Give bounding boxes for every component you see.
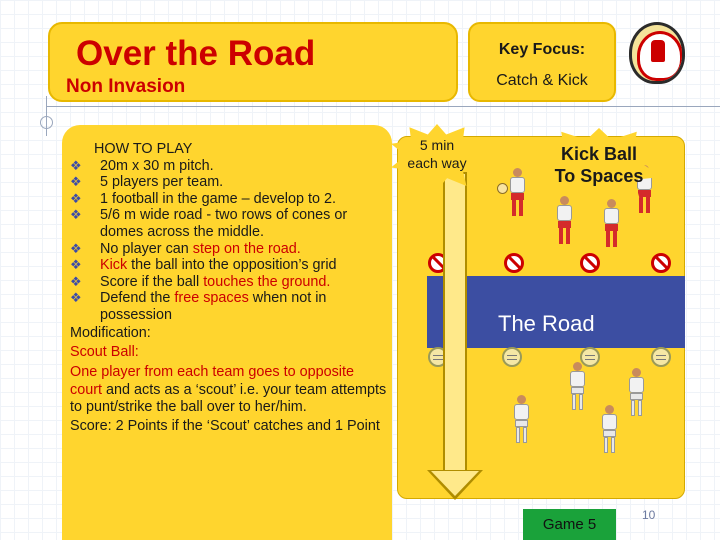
kick-burst-text: Kick Ball To Spaces <box>554 144 644 186</box>
diamond-bullet-icon: ❖ <box>70 290 82 306</box>
white-team-player <box>598 405 620 455</box>
decorative-circle <box>40 116 53 129</box>
no-entry-cone-icon <box>651 253 671 273</box>
rule-item: ❖5 players per team. <box>70 174 224 191</box>
club-crest-icon <box>629 22 685 84</box>
scout-label: Scout Ball: <box>70 344 139 361</box>
time-burst-text: 5 min each way <box>407 137 467 171</box>
game-5-button[interactable]: Game 5 <box>523 509 616 540</box>
diamond-bullet-icon: ❖ <box>70 157 82 173</box>
key-focus-panel: Key Focus: Catch & Kick <box>468 22 616 102</box>
rule-item: ❖20m x 30 m pitch. <box>70 157 214 174</box>
page-title: Over the Road <box>76 34 316 73</box>
rule-item: ❖Defend the free spaces when not in poss… <box>70 290 327 323</box>
road-label: The Road <box>498 311 595 336</box>
rule-item: ❖1 football in the game – develop to 2. <box>70 190 337 207</box>
key-focus-text: Catch & Kick <box>496 72 588 89</box>
rule-item: ❖Score if the ball touches the ground. <box>70 273 331 290</box>
red-team-player <box>553 196 575 246</box>
rule-item: ❖Kick the ball into the opposition’s gri… <box>70 257 337 274</box>
scout-line-1: One player from each team goes to opposi… <box>70 363 354 380</box>
diamond-bullet-icon: ❖ <box>70 207 82 223</box>
dome-icon <box>580 347 600 367</box>
diamond-bullet-icon: ❖ <box>70 240 82 256</box>
rule-item: ❖No player can step on the road. <box>70 240 301 257</box>
no-entry-cone-icon <box>504 253 524 273</box>
kick-direction-arrow <box>443 172 467 472</box>
game-button-label: Game 5 <box>542 516 597 533</box>
football-icon <box>497 183 508 194</box>
key-focus-title: Key Focus: <box>498 41 586 58</box>
rule-item: ❖5/6 m wide road - two rows of cones or … <box>70 207 348 240</box>
title-panel: Over the Road Non Invasion <box>48 22 458 102</box>
diamond-bullet-icon: ❖ <box>70 273 82 289</box>
diamond-bullet-icon: ❖ <box>70 190 82 206</box>
red-team-player <box>600 199 622 249</box>
kick-direction-arrowhead-fill <box>431 471 479 496</box>
red-team-player <box>506 168 528 218</box>
scout-line-2: court and acts as a ‘scout’ i.e. your te… <box>70 382 387 415</box>
modification-label: Modification: <box>70 324 151 341</box>
rules-panel: HOW TO PLAY ❖20m x 30 m pitch. ❖5 player… <box>62 125 392 540</box>
white-team-player <box>510 395 532 445</box>
rules-heading: HOW TO PLAY <box>94 141 193 157</box>
white-team-player <box>566 362 588 412</box>
rules-text: HOW TO PLAY ❖20m x 30 m pitch. ❖5 player… <box>70 141 388 434</box>
decorative-line <box>46 106 720 107</box>
diamond-bullet-icon: ❖ <box>70 174 82 190</box>
road-strip <box>427 276 685 348</box>
score-line: Score: 2 Points if the ‘Scout’ catches a… <box>70 417 380 434</box>
slide-number: 10 <box>642 508 656 522</box>
no-entry-cone-icon <box>580 253 600 273</box>
dome-icon <box>502 347 522 367</box>
white-team-player <box>625 368 647 418</box>
page-subtitle: Non Invasion <box>66 76 186 97</box>
dome-icon <box>651 347 671 367</box>
diamond-bullet-icon: ❖ <box>70 257 82 273</box>
